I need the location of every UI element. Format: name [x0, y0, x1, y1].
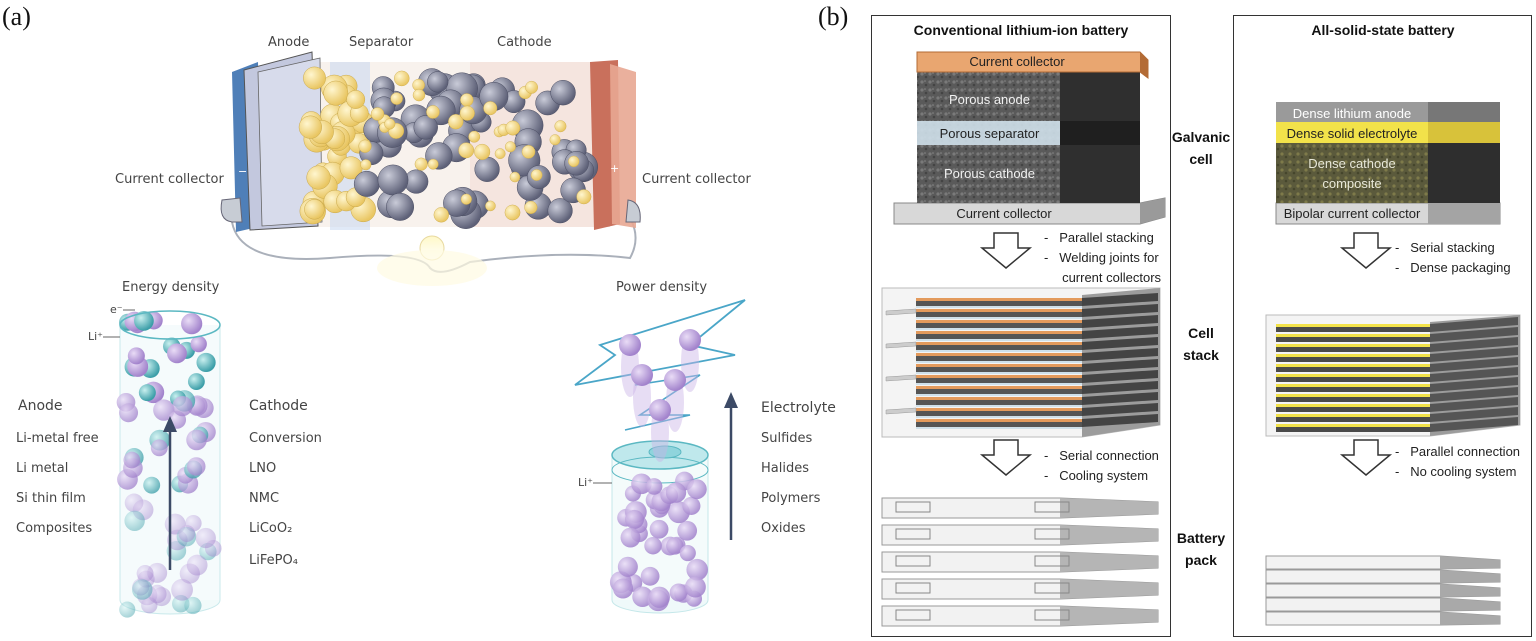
solid-battery-pack [1265, 555, 1501, 626]
power-density-cylinder [574, 299, 746, 614]
conv-separator-label: Porous separator [939, 126, 1040, 141]
solid-collector-label: Bipolar current collector [1283, 206, 1421, 221]
panel-a-letter: (a) [2, 2, 31, 31]
electrolyte-list-title: Electrolyte [761, 400, 836, 416]
energy-density-title: Energy density [122, 280, 220, 295]
panel-b-letter: (b) [818, 2, 849, 31]
electrolyte-item: Oxides [761, 521, 806, 536]
solid-step2-list: - Parallel connection - No cooling syste… [1395, 444, 1521, 479]
down-arrow-icon [979, 232, 1393, 476]
down-arrows [979, 232, 1393, 476]
solid-state-title: All-solid-state battery [1311, 22, 1455, 38]
current-collector-left-label: Current collector [115, 172, 224, 187]
anode-list-title: Anode [18, 398, 63, 414]
separator-label: Separator [349, 35, 414, 50]
solid-anode-label: Dense lithium anode [1292, 106, 1412, 121]
electrolyte-item: Halides [761, 461, 809, 476]
solid-electrolyte-label: Dense solid electrolyte [1286, 126, 1418, 141]
electron-label: e⁻ [110, 303, 123, 316]
svg-text:+: + [610, 162, 619, 175]
conv-step1-list: - Parallel stacking - Welding joints for… [1044, 230, 1162, 285]
conv-bottom-collector-label: Current collector [956, 206, 1052, 221]
solid-cathode-label-1: Dense cathode [1308, 156, 1396, 171]
cathode-item: LNO [249, 461, 277, 476]
conv-top-collector-label: Current collector [969, 54, 1065, 69]
li-ion-label-power: Li⁺ [578, 476, 593, 489]
solid-cathode-label-2: composite [1322, 176, 1382, 191]
solid-galvanic-cell [1275, 102, 1501, 225]
li-ion-label-energy: Li⁺ [88, 330, 103, 343]
electrolyte-item: Polymers [761, 491, 821, 506]
conventional-battery-pack [881, 497, 1159, 627]
solid-step1-list: - Serial stacking - Dense packaging [1395, 240, 1511, 275]
energy-density-cylinder [103, 309, 222, 618]
cathode-item: LiFePO₄ [249, 553, 298, 568]
solid-cell-stack [1265, 314, 1521, 437]
electrolyte-item: Sulfides [761, 431, 813, 446]
conventional-cell-stack [881, 287, 1161, 438]
svg-text:−: − [238, 165, 247, 178]
anode-item: Li metal [16, 461, 69, 476]
conv-cathode-label: Porous cathode [943, 166, 1036, 181]
cathode-label: Cathode [497, 35, 552, 50]
cathode-item: LiCoO₂ [249, 521, 293, 536]
cell-illustration: − + [220, 51, 641, 286]
row-label-cell-stack: Cell stack [1183, 325, 1219, 363]
conv-anode-label: Porous anode [949, 92, 1030, 107]
row-label-galvanic-cell: Galvanic cell [1171, 129, 1231, 167]
conv-step2-list: - Serial connection - Cooling system [1044, 448, 1159, 483]
row-label-battery-pack: Battery pack [1176, 530, 1226, 568]
anode-item: Composites [16, 521, 93, 536]
power-density-title: Power density [616, 280, 708, 295]
conventional-galvanic-cell [893, 51, 1166, 225]
anode-label: Anode [268, 35, 310, 50]
conventional-title: Conventional lithium-ion battery [913, 22, 1129, 38]
cathode-list-title: Cathode [249, 398, 308, 414]
cathode-item: Conversion [249, 431, 322, 446]
anode-item: Li-metal free [16, 431, 99, 446]
cathode-item: NMC [249, 491, 280, 506]
anode-item: Si thin film [16, 491, 86, 506]
current-collector-right-label: Current collector [642, 172, 751, 187]
